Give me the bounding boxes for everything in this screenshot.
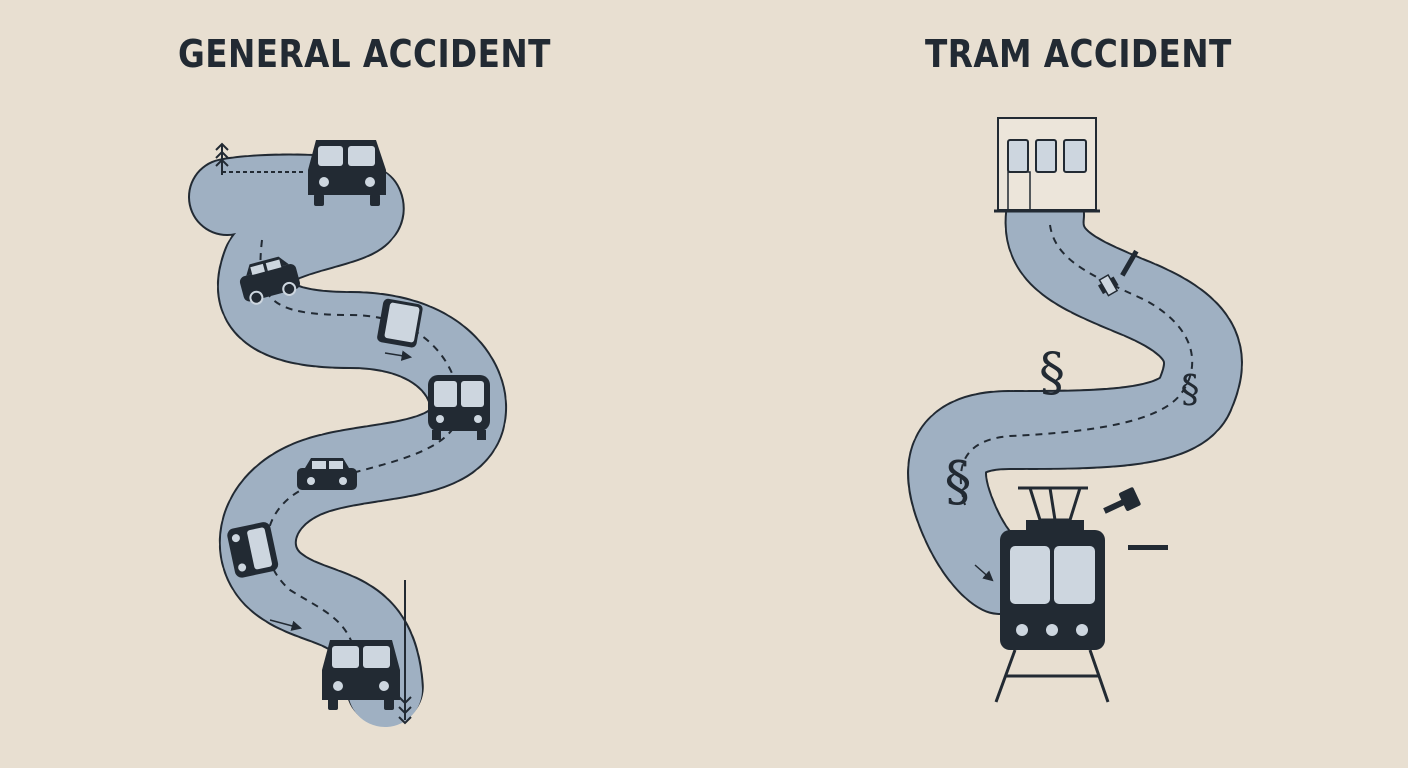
car-icon — [297, 458, 357, 490]
tram-accident-title: TRAM ACCIDENT — [925, 32, 1232, 76]
section-icon: § — [1181, 367, 1200, 411]
gavel-icon — [1098, 249, 1139, 297]
arrow-icon — [974, 564, 994, 582]
arrow-icon — [384, 350, 413, 361]
luggage-icon — [377, 298, 423, 348]
general-accident-title: GENERAL ACCIDENT — [178, 32, 551, 76]
arrow-icon — [269, 619, 303, 631]
gavel-icon — [1103, 487, 1168, 550]
end-marker-icon — [398, 580, 412, 725]
bus-icon — [428, 375, 490, 440]
start-marker-icon — [215, 142, 305, 175]
section-icon: § — [945, 450, 972, 513]
van-icon — [227, 522, 279, 578]
building-icon — [994, 117, 1100, 213]
car-icon — [239, 256, 300, 305]
car-icon — [308, 140, 386, 206]
tram-icon — [994, 486, 1110, 703]
section-icon: § — [1039, 343, 1065, 403]
car-icon — [322, 640, 400, 710]
